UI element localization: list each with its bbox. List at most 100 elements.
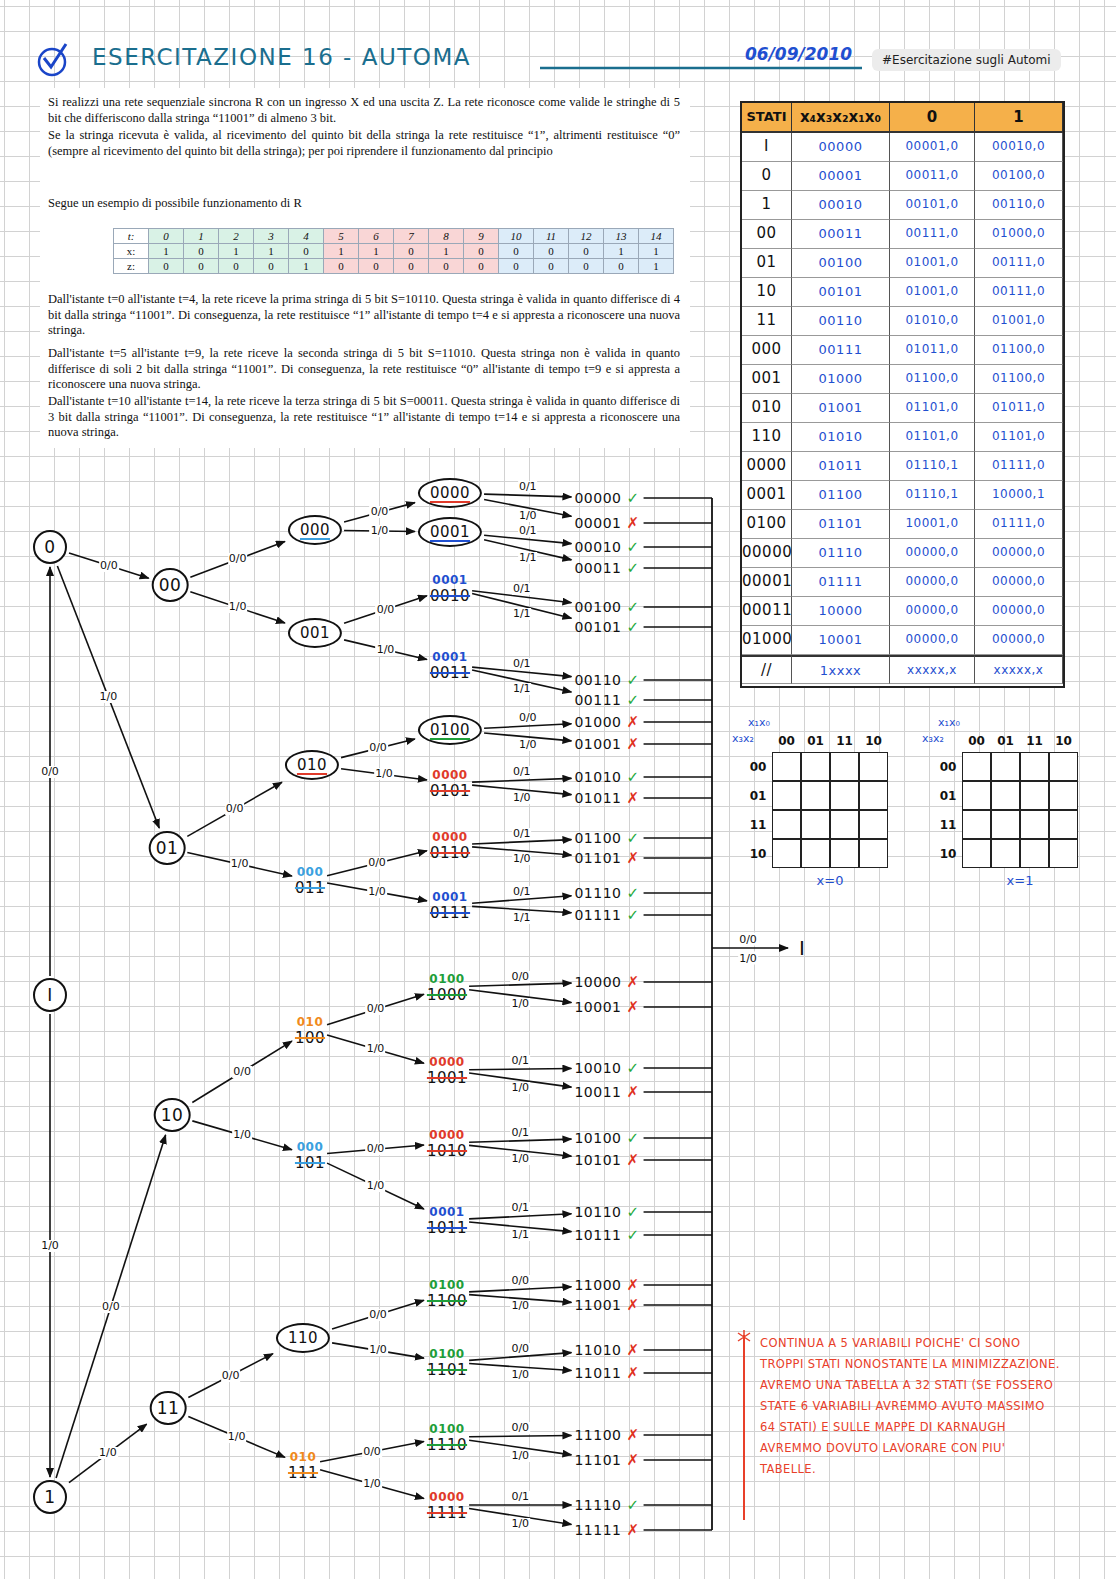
karnaugh-column: 01 <box>807 734 824 748</box>
leaf-state: 00110✓ <box>574 672 639 689</box>
state-oval: 0000 <box>418 478 482 508</box>
table-cell: 01100,0 <box>975 336 1063 365</box>
check-mark: ✗ <box>626 1084 639 1101</box>
example-cell: 1 <box>638 258 674 274</box>
return-wire <box>644 1211 712 1212</box>
example-cell: 0 <box>498 243 534 259</box>
leaf-state: 01001✗ <box>574 736 639 753</box>
check-mark: ✗ <box>626 974 639 991</box>
state-label: 00011011 <box>427 1204 467 1236</box>
table-cell: xxxxx,x <box>890 655 975 684</box>
example-cell: 1 <box>253 243 289 259</box>
state-label: 01001000 <box>427 971 467 1003</box>
transition-label: 0/0 <box>738 933 758 946</box>
transition-label: 0/1 <box>510 1491 530 1503</box>
transition-arrow <box>327 1035 424 1063</box>
check-mark: ✗ <box>626 790 639 807</box>
leaf-state: 10000✗ <box>574 974 639 991</box>
example-cell: 10 <box>498 228 534 244</box>
transition-label: 1/1 <box>512 912 532 924</box>
return-wire <box>644 1349 712 1350</box>
karnaugh-cell <box>991 810 1020 839</box>
transition-label: 0/0 <box>225 803 245 815</box>
state-code: 11010 <box>574 1342 621 1359</box>
return-wire <box>644 679 712 680</box>
example-cell: 0 <box>218 258 254 274</box>
leaf-state: 10001✗ <box>574 999 639 1016</box>
return-wire <box>644 1304 712 1305</box>
check-mark: ✗ <box>626 1342 639 1359</box>
table-cell: 00000 <box>792 133 890 162</box>
karnaugh-caption: x=1 <box>1007 873 1034 888</box>
transition-label: 1/0 <box>512 853 532 865</box>
transition-arrow <box>469 1068 571 1069</box>
transition-label: 0/0 <box>366 1143 386 1155</box>
table-cell: 01000 <box>792 365 890 394</box>
state-code: I <box>47 985 53 1005</box>
transition-arrow <box>469 1504 571 1506</box>
table-cell: 00010 <box>792 191 890 220</box>
table-cell: 00010,0 <box>975 133 1063 162</box>
transition-label: 0/0 <box>376 604 396 616</box>
example-cell: 1 <box>288 258 324 274</box>
check-mark: ✗ <box>626 714 639 731</box>
check-mark: ✓ <box>626 885 639 902</box>
transition-label: 0/0 <box>101 1301 121 1313</box>
leaf-state: 00001✗ <box>574 515 639 532</box>
state-code: 00000 <box>574 490 621 507</box>
state-label: 00001111 <box>427 1489 467 1521</box>
page-title: ESERCITAZIONE 16 - AUTOMA <box>92 44 471 70</box>
karnaugh-cell <box>962 752 991 781</box>
transition-label: 1/0 <box>366 1043 386 1055</box>
transition-label: 1/0 <box>228 601 248 613</box>
table-cell: 00000,0 <box>890 539 975 568</box>
state-circle: 10 <box>154 1098 191 1132</box>
table-cell: 01010,0 <box>890 307 975 336</box>
transition-label: 1/0 <box>510 1518 530 1530</box>
state-code: 000 <box>300 521 330 539</box>
karnaugh-cell <box>830 839 859 868</box>
transition-label: 0/1 <box>512 886 532 898</box>
table-cell: 01011,0 <box>975 394 1063 423</box>
state-code: 1110 <box>427 1437 467 1453</box>
table-cell: 00111,0 <box>975 249 1063 278</box>
note-bar <box>743 1335 745 1520</box>
state-oval: 0001 <box>418 517 482 547</box>
transition-label: 0/0 <box>368 742 388 754</box>
state-code: 1010 <box>427 1143 467 1159</box>
transition-label: 0/0 <box>510 1422 530 1434</box>
return-wire <box>644 567 712 568</box>
karnaugh-cell <box>801 810 830 839</box>
state-code: 11101 <box>574 1452 621 1469</box>
table-cell: 0100 <box>742 510 792 539</box>
state-code: 0011 <box>430 665 470 681</box>
title-underline <box>540 67 862 70</box>
transition-label: 1/0 <box>510 1153 530 1165</box>
table-cell: 10000 <box>792 597 890 626</box>
check-mark: ✗ <box>626 736 639 753</box>
table-cell: 00110,0 <box>975 191 1063 220</box>
transition-label: 1/1 <box>512 683 532 695</box>
transition-arrow <box>69 553 149 578</box>
table-cell: 00000,0 <box>975 539 1063 568</box>
leaf-state: 01010✓ <box>574 769 639 786</box>
transition-label: 0/0 <box>518 712 538 724</box>
note-asterisk <box>738 1330 750 1344</box>
transition-label: 0/0 <box>366 1003 386 1015</box>
state-code: 1011 <box>427 1220 467 1236</box>
karnaugh-cell <box>830 810 859 839</box>
state-code: 0001 <box>432 649 467 665</box>
karnaugh-cell <box>801 752 830 781</box>
state-code: 0100 <box>429 1277 464 1293</box>
return-wire <box>644 1067 712 1068</box>
check-mark: ✓ <box>626 1130 639 1147</box>
karnaugh-cell <box>1020 781 1049 810</box>
transition-arrow <box>327 883 427 901</box>
state-code: 0000 <box>429 1054 464 1070</box>
state-code: 0001 <box>429 1204 464 1220</box>
karnaugh-cell <box>991 839 1020 868</box>
state-code: 01101 <box>574 850 621 867</box>
table-cell: I <box>742 133 792 162</box>
transition-label: 1/0 <box>510 1082 530 1094</box>
transition-label: 0/0 <box>362 1446 382 1458</box>
